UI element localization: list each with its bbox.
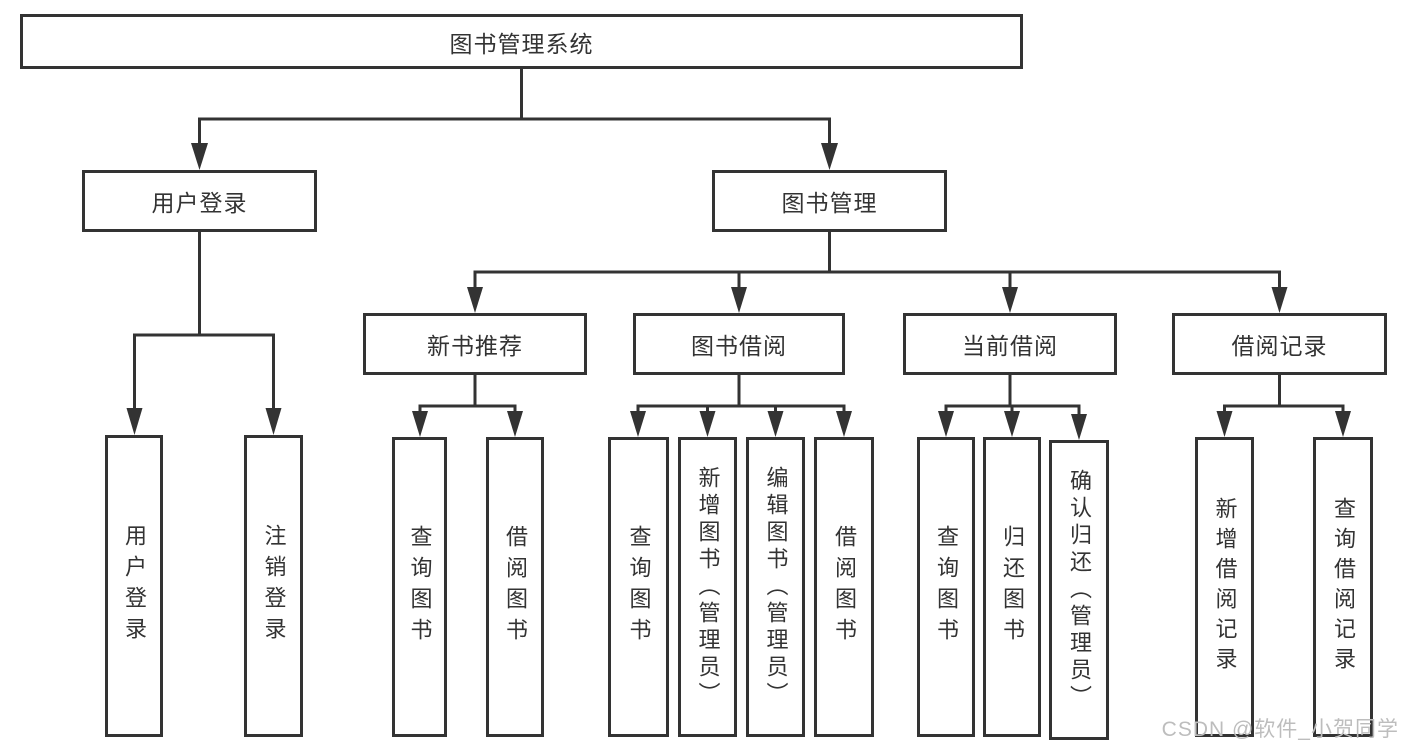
arrowhead	[1335, 411, 1351, 437]
node-root: 图书管理系统	[20, 14, 1023, 69]
node-return-books: 归还图书	[983, 437, 1041, 737]
node-book-borrowing: 图书借阅	[633, 313, 845, 375]
connector-book-management-children	[467, 232, 1288, 313]
arrowhead	[938, 411, 954, 437]
connector-current-borrowing-children	[938, 375, 1087, 440]
node-new-book-recommend: 新书推荐	[363, 313, 587, 375]
node-new-book-recommend-label: 新书推荐	[427, 333, 523, 359]
node-user-login-label: 用户登录	[151, 190, 248, 216]
node-borrowing-records-label: 借阅记录	[1231, 333, 1328, 359]
node-edit-books-admin-label: 编辑图书（管理员）	[763, 465, 789, 709]
arrowhead	[467, 287, 483, 313]
node-query-books-borrowing-label: 查询图书	[626, 525, 652, 649]
node-confirm-return-admin-label: 确认归还（管理员）	[1067, 468, 1092, 712]
node-add-books-admin: 新增图书（管理员）	[678, 437, 737, 737]
node-logout-leaf: 注销登录	[244, 435, 303, 737]
node-user-login: 用户登录	[82, 170, 317, 232]
node-query-borrow-record: 查询借阅记录	[1313, 437, 1373, 737]
arrowhead	[731, 287, 747, 313]
node-book-management: 图书管理	[712, 170, 947, 232]
node-add-borrow-record-label: 新增借阅记录	[1212, 497, 1238, 677]
node-add-books-admin-label: 新增图书（管理员）	[695, 465, 721, 709]
arrowhead	[699, 411, 716, 437]
arrowhead	[126, 408, 143, 435]
arrowhead	[412, 411, 428, 437]
node-borrow-books-borrowing-label: 借阅图书	[832, 525, 857, 649]
arrowhead	[1071, 414, 1087, 440]
node-query-books-current-label: 查询图书	[934, 525, 959, 649]
arrowhead	[1271, 287, 1288, 313]
node-query-books-current: 查询图书	[917, 437, 975, 737]
watermark-text: CSDN @软件_小贺同学	[1161, 718, 1399, 741]
node-query-books-recommend: 查询图书	[392, 437, 447, 737]
node-borrow-books-borrowing: 借阅图书	[814, 437, 874, 737]
arrowhead	[265, 408, 282, 435]
arrowhead	[507, 411, 523, 437]
connector-root-to-level2	[191, 69, 838, 170]
node-query-books-borrowing: 查询图书	[608, 437, 669, 737]
node-current-borrowing-label: 当前借阅	[962, 333, 1058, 359]
node-user-login-leaf-label: 用户登录	[122, 524, 147, 648]
node-borrow-books-recommend: 借阅图书	[486, 437, 544, 737]
connector-borrowing-records-children	[1216, 375, 1351, 437]
node-query-borrow-record-label: 查询借阅记录	[1331, 497, 1356, 677]
arrowhead	[191, 143, 208, 170]
node-borrowing-records: 借阅记录	[1172, 313, 1387, 375]
node-logout-leaf-label: 注销登录	[261, 524, 287, 648]
arrowhead	[836, 411, 852, 437]
connector-book-borrowing-children	[630, 375, 852, 437]
connector-new-book-recommend-children	[412, 375, 523, 437]
node-book-borrowing-label: 图书借阅	[691, 333, 787, 359]
arrowhead	[1216, 411, 1233, 437]
node-add-borrow-record: 新增借阅记录	[1195, 437, 1254, 737]
node-book-management-label: 图书管理	[781, 190, 878, 216]
node-confirm-return-admin: 确认归还（管理员）	[1049, 440, 1109, 740]
node-root-label: 图书管理系统	[449, 30, 594, 57]
arrowhead	[821, 143, 838, 170]
node-borrow-books-recommend-label: 借阅图书	[503, 525, 528, 649]
node-return-books-label: 归还图书	[1000, 525, 1025, 649]
node-edit-books-admin: 编辑图书（管理员）	[746, 437, 805, 737]
connector-user-login-children	[126, 232, 282, 435]
arrowhead	[1004, 411, 1020, 437]
node-query-books-recommend-label: 查询图书	[407, 525, 433, 649]
arrowhead	[767, 411, 784, 437]
node-user-login-leaf: 用户登录	[105, 435, 163, 737]
node-current-borrowing: 当前借阅	[903, 313, 1117, 375]
arrowhead	[630, 411, 646, 437]
arrowhead	[1002, 287, 1018, 313]
